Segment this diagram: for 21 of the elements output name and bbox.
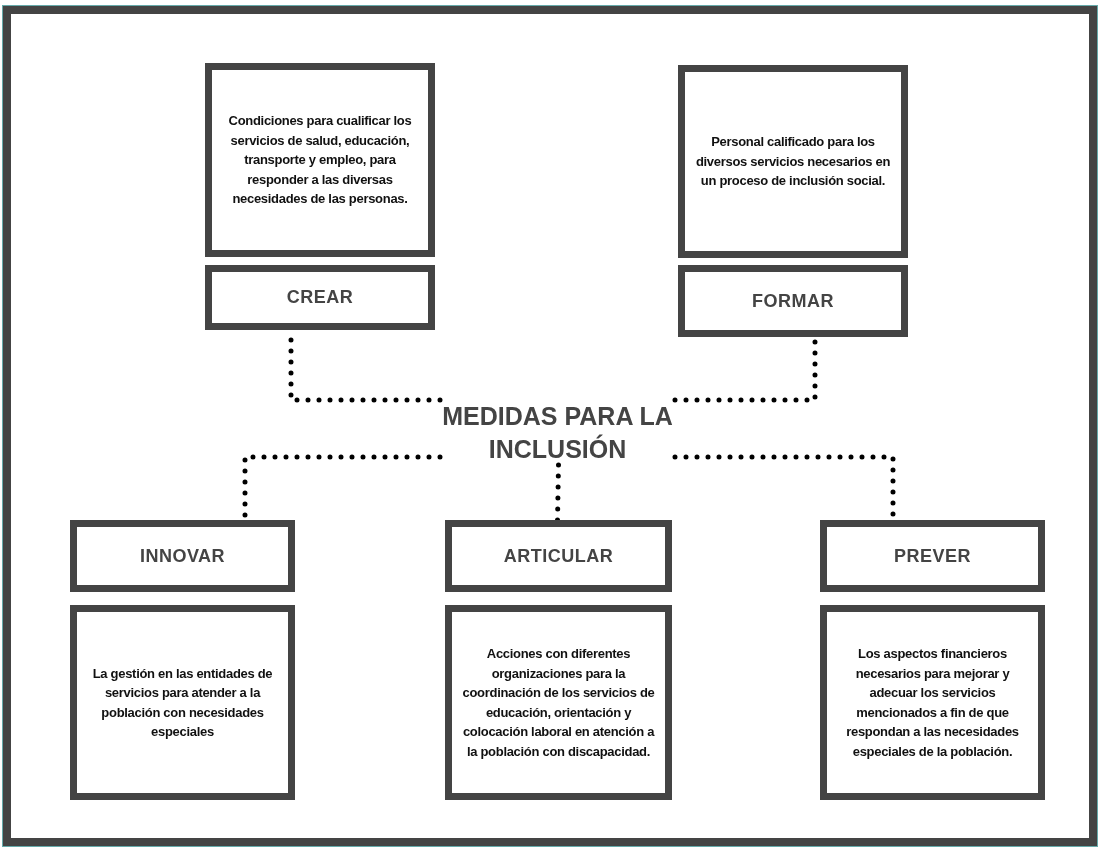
title-label: ARTICULAR	[503, 545, 614, 567]
description-text: Los aspectos financieros necesarios para mejorar y adecuar los servicios mencionados a fin de que respondan a las necesidades especiales de la población.	[845, 645, 1020, 761]
central-title: MEDIDAS PARA LA INCLUSIÓN	[441, 401, 674, 465]
description-box	[820, 605, 1045, 800]
description-box	[205, 63, 435, 257]
description-text: Acciones con diferentes organizaciones para la coordinación de los servicios de educación, orientación y colocación laboral en atención a la población con discapacidad.	[461, 645, 656, 761]
description-box	[445, 605, 672, 800]
title-box	[820, 520, 1045, 592]
description-text: Condiciones para cualificar los servicios de salud, educación, transporte y empleo, para responder a las diversas necesidades de las personas.	[227, 112, 413, 209]
description-box	[70, 605, 295, 800]
title-label: CREAR	[286, 287, 354, 308]
title-box	[678, 265, 908, 337]
description-text: La gestión en las entidades de servicios para atender a la población con necesidades especiales	[91, 664, 274, 741]
title-box	[70, 520, 295, 592]
title-box	[205, 265, 435, 330]
title-label: PREVER	[894, 545, 971, 567]
description-text: Personal calificado para los diversos servicios necesarios en un proceso de inclusión social.	[694, 133, 892, 191]
description-box	[678, 65, 908, 258]
title-box	[445, 520, 672, 592]
title-label: INNOVAR	[139, 545, 226, 567]
title-label: FORMAR	[752, 290, 834, 312]
